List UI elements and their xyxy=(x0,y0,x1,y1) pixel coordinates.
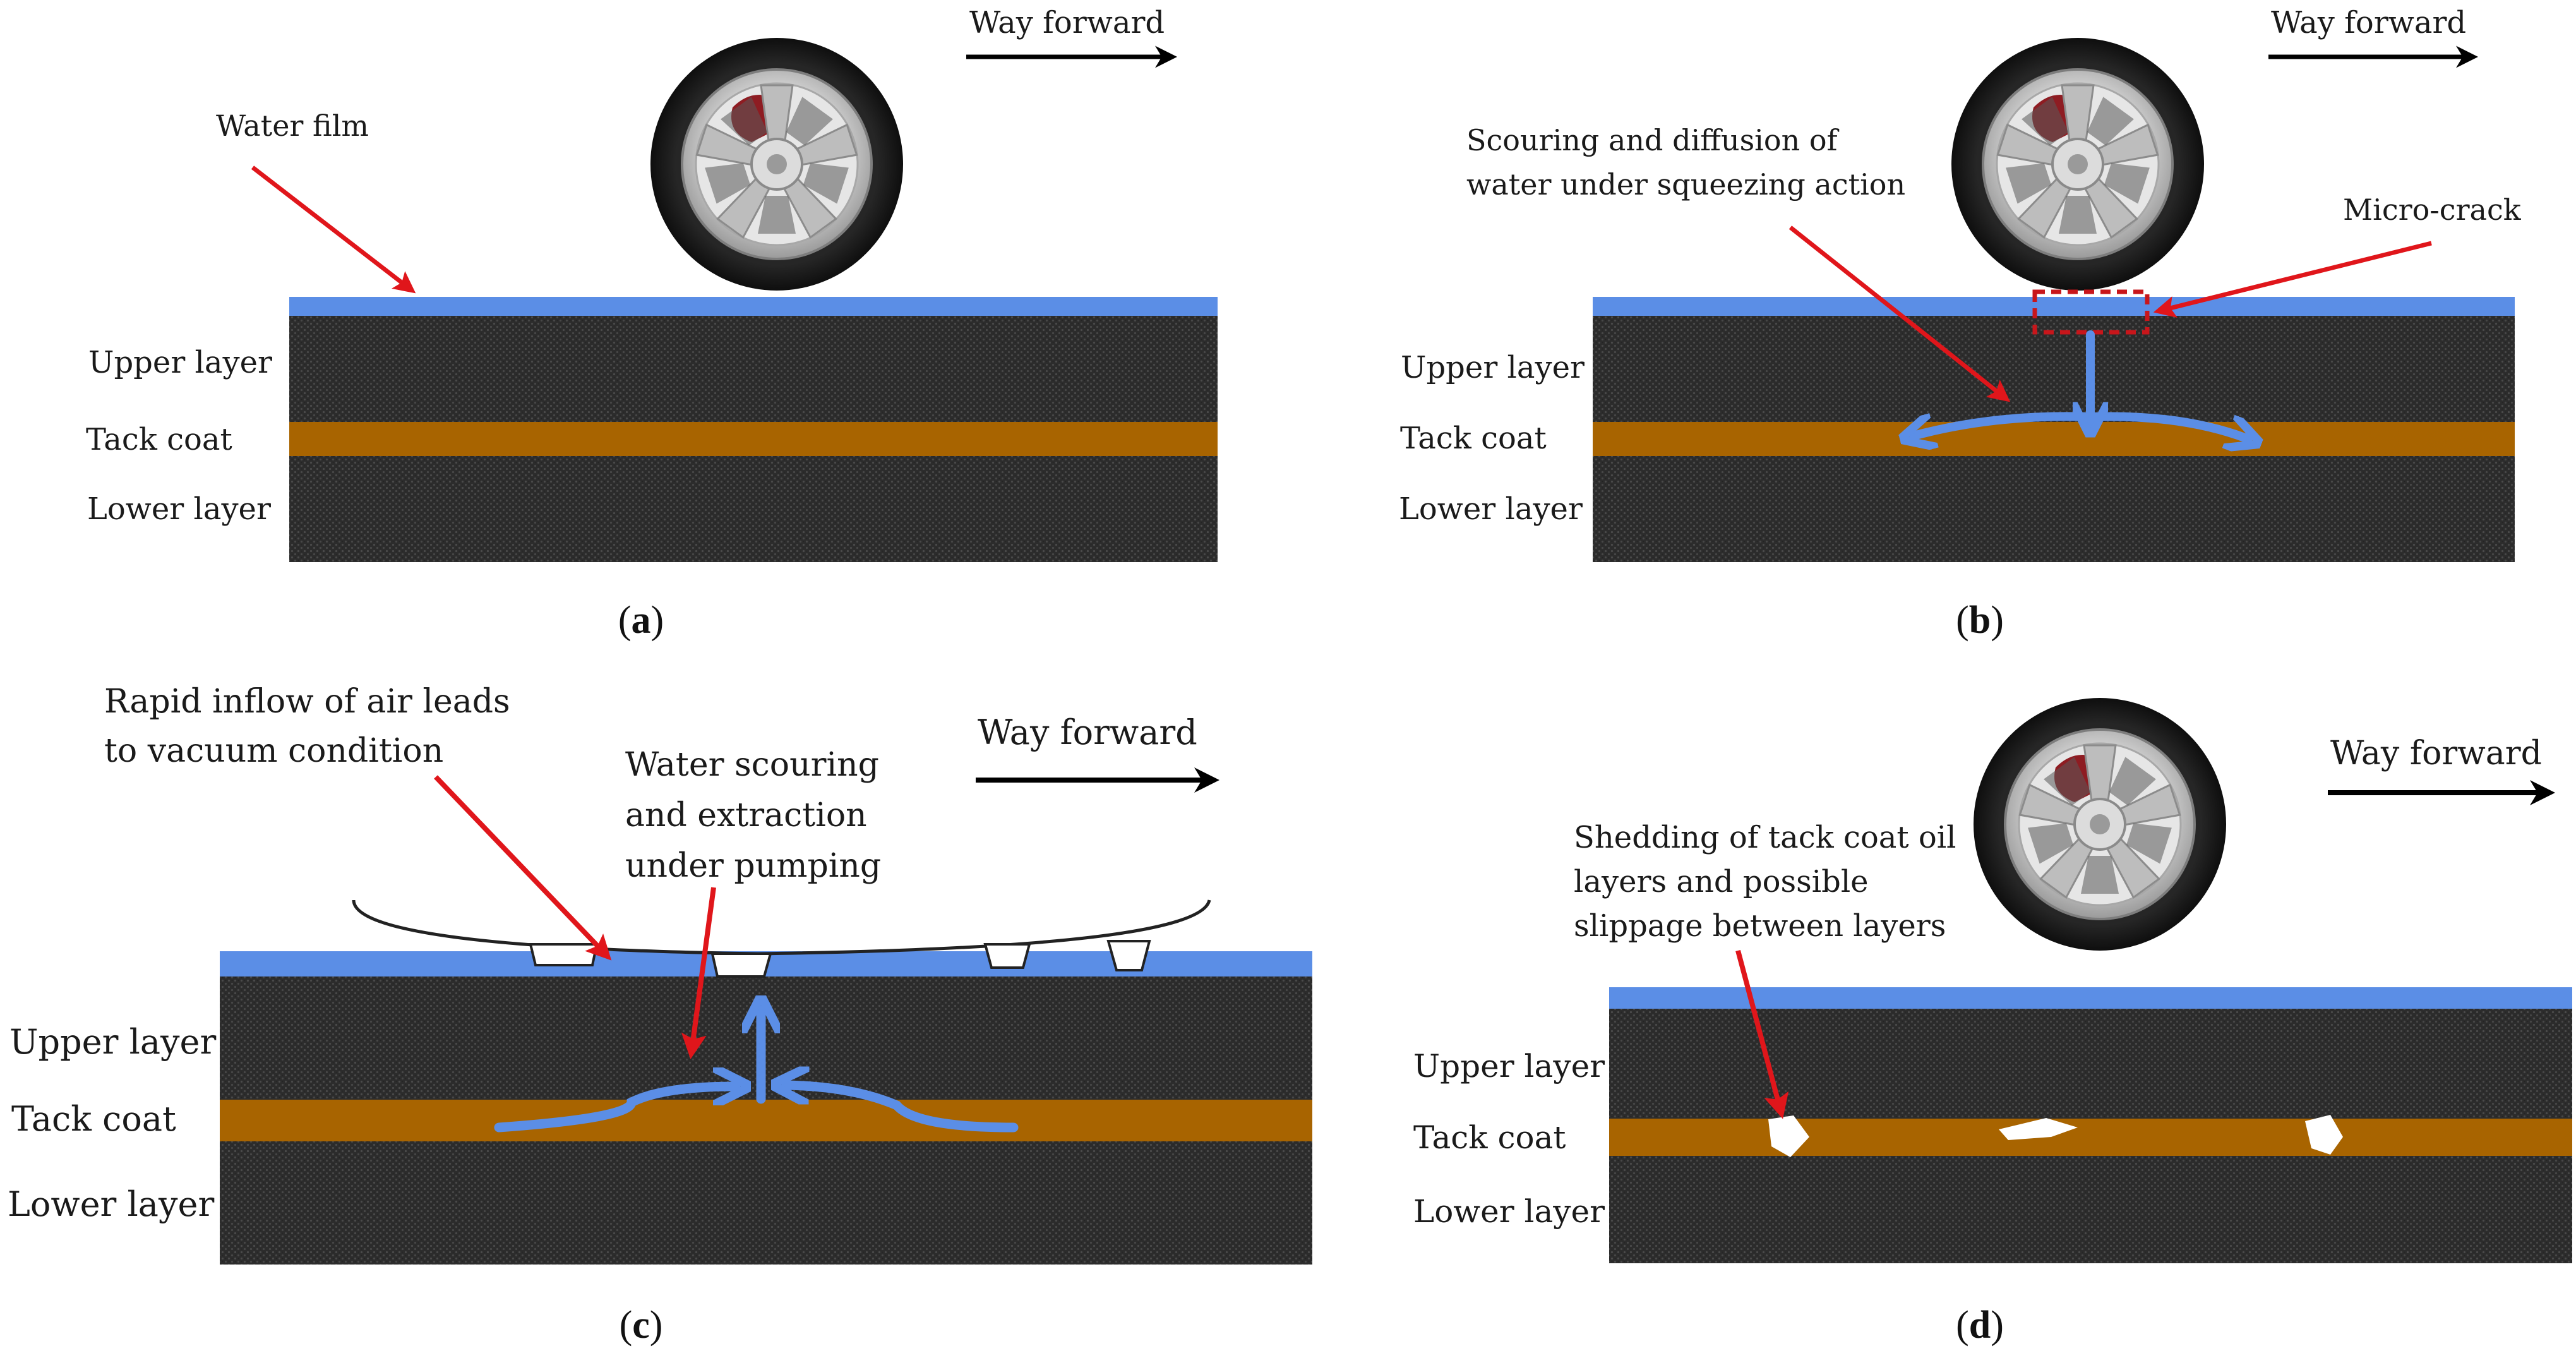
water-film-layer xyxy=(289,297,1218,316)
lower-layer-label: Lower layer xyxy=(8,1184,214,1224)
water-film-pointer xyxy=(251,165,416,294)
panel-c: Way forward Rapid inflow of air leads to… xyxy=(8,683,1312,1347)
vacuum-pointer xyxy=(434,775,612,961)
pumping-pointer xyxy=(681,887,716,1059)
tack-coat-label: Tack coat xyxy=(1413,1119,1566,1156)
caption-a: (a) xyxy=(618,599,664,642)
water-film-layer xyxy=(1593,297,2515,316)
right-inflow-arrow xyxy=(786,1085,1019,1133)
tack-coat-label: Tack coat xyxy=(11,1099,176,1139)
lower-layer-label: Lower layer xyxy=(1399,491,1583,527)
micro-crack-label: Micro-crack xyxy=(2343,193,2522,227)
left-flow-arrow xyxy=(1914,412,2095,436)
caption-d: (d) xyxy=(1956,1304,2004,1347)
shedding-pointer xyxy=(1735,949,1789,1119)
upper-layer-label: Upper layer xyxy=(1413,1048,1605,1085)
panel-a: Way forward Water film Upper layer Tack … xyxy=(86,5,1218,642)
water-label-line3: under pumping xyxy=(625,847,881,885)
left-inflow-arrow xyxy=(494,1086,736,1133)
upper-layer-band xyxy=(1609,1009,2572,1119)
shed-label-line3: slippage between layers xyxy=(1574,908,1946,944)
water-label-line1: Water scouring xyxy=(625,746,879,784)
tire-contact-curve xyxy=(352,899,1211,956)
lower-layer-band xyxy=(220,1141,1312,1265)
upper-layer-label: Upper layer xyxy=(9,1022,217,1062)
upper-layer-band xyxy=(289,316,1218,422)
right-flow-arrow xyxy=(2086,412,2248,439)
water-film-label: Water film xyxy=(216,109,369,143)
lower-layer-band xyxy=(1609,1156,2572,1263)
lower-layer-band xyxy=(289,456,1218,562)
tack-coat-band xyxy=(1593,422,2515,456)
wheel-icon xyxy=(649,37,904,292)
lower-layer-label: Lower layer xyxy=(1413,1193,1605,1230)
panel-b: Way forward Scouring and diffusion of wa… xyxy=(1399,5,2522,642)
caption-c: (c) xyxy=(620,1304,663,1347)
micro-crack-pointer xyxy=(2153,241,2432,318)
upper-layer-label: Upper layer xyxy=(1401,350,1585,385)
tack-coat-band xyxy=(289,422,1218,456)
tack-coat-band xyxy=(220,1100,1312,1141)
way-forward-label: Way forward xyxy=(2271,5,2466,40)
shed-tack-coat-fragments xyxy=(1768,1115,2343,1157)
micro-crack-box xyxy=(2032,289,2150,335)
upper-layer-band xyxy=(220,976,1312,1100)
surface-voids xyxy=(529,940,1151,978)
way-forward-label: Way forward xyxy=(969,5,1165,40)
water-film-layer xyxy=(1609,987,2572,1009)
panel-d: Way forward Shedding of tack coat oil la… xyxy=(1413,697,2572,1347)
shed-label-line2: layers and possible xyxy=(1574,864,1869,899)
air-label-line2: to vacuum condition xyxy=(104,732,443,770)
lower-layer-label: Lower layer xyxy=(87,491,271,527)
tack-coat-label: Tack coat xyxy=(1400,421,1547,456)
scouring-pointer xyxy=(1788,225,2011,402)
way-forward-label: Way forward xyxy=(978,712,1197,752)
wheel-icon xyxy=(1972,697,2227,952)
way-forward-label: Way forward xyxy=(2330,735,2542,772)
upper-layer-label: Upper layer xyxy=(88,345,272,380)
caption-b: (b) xyxy=(1956,599,2004,642)
water-label-line2: and extraction xyxy=(625,796,867,834)
air-label-line1: Rapid inflow of air leads xyxy=(104,683,510,721)
scouring-label-line2: water under squeezing action xyxy=(1466,167,1905,201)
tack-coat-band xyxy=(1609,1119,2572,1156)
shed-label-line1: Shedding of tack coat oil xyxy=(1574,820,1956,855)
lower-layer-band xyxy=(1593,456,2515,562)
scouring-label-line1: Scouring and diffusion of xyxy=(1466,123,1840,157)
wheel-icon xyxy=(1950,37,2205,292)
tack-coat-label: Tack coat xyxy=(86,422,232,457)
